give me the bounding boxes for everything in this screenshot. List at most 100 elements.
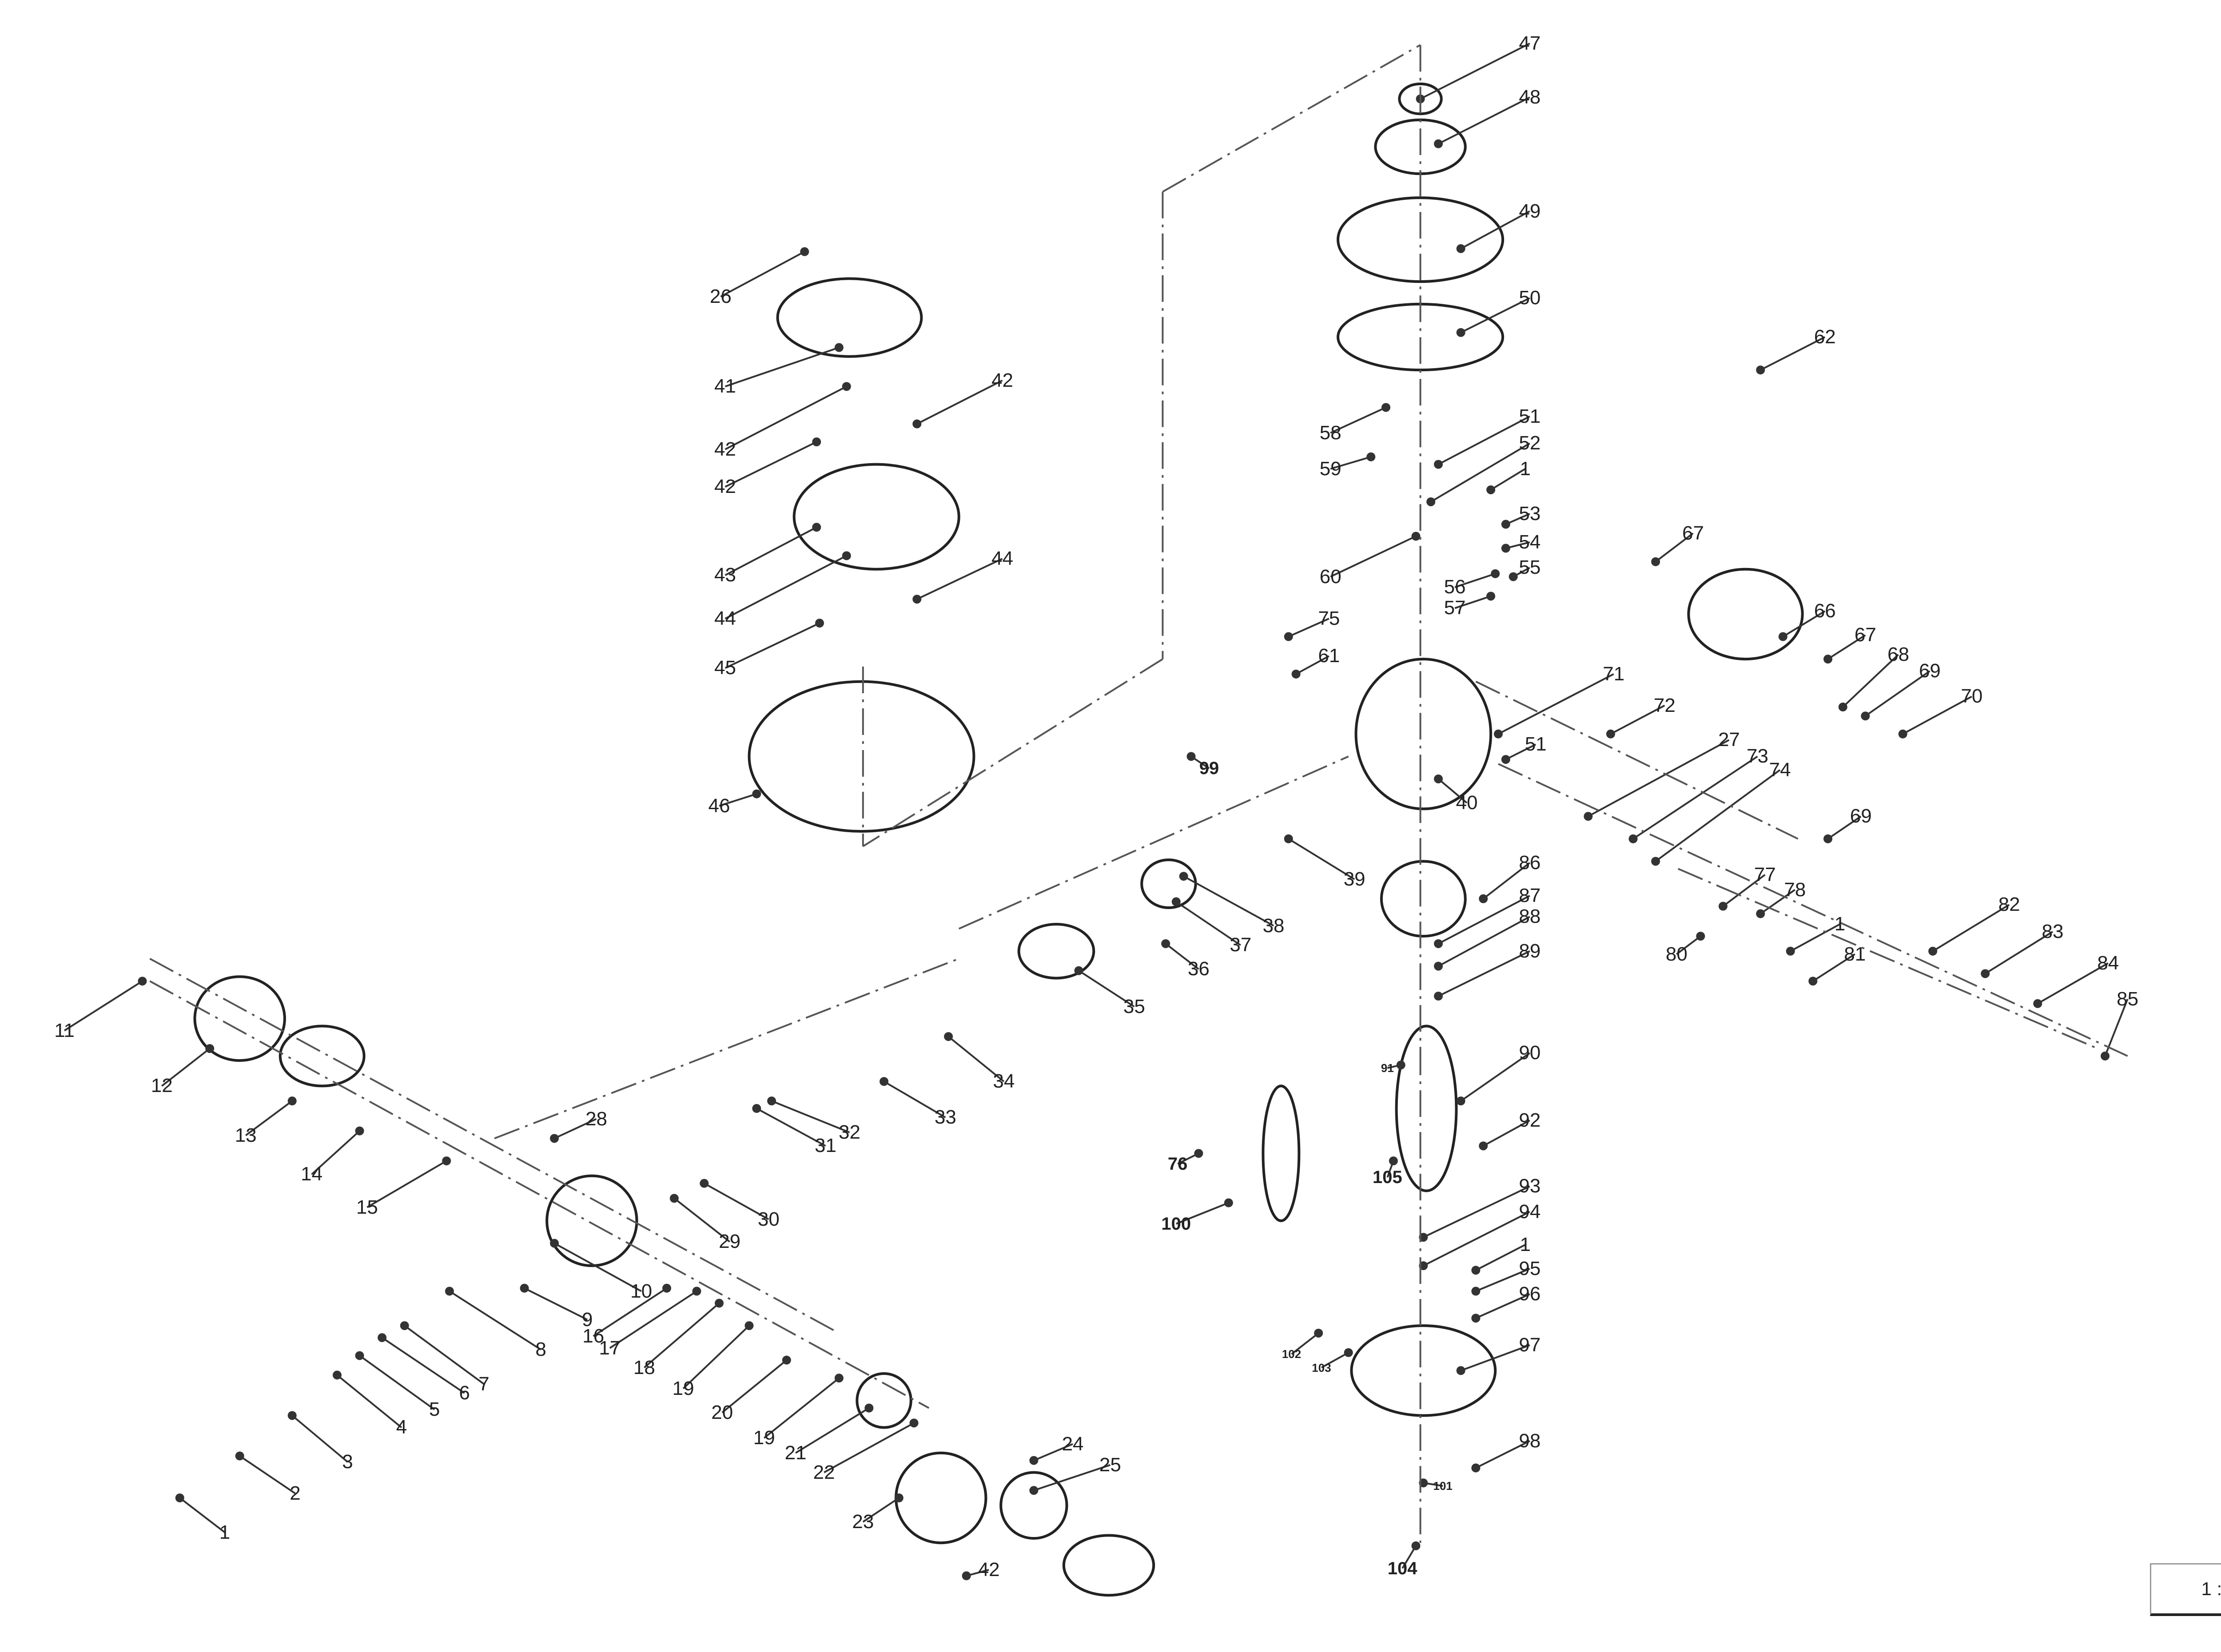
- part-marker-48: [1434, 139, 1443, 148]
- part-crankshaft: [1395, 1025, 1458, 1192]
- callout-74: 74: [1769, 758, 1791, 781]
- leader-line-82: [1932, 904, 2010, 952]
- leader-line-92: [1483, 1120, 1530, 1147]
- callout-20: 20: [711, 1401, 733, 1423]
- part-marker-58: [1381, 403, 1391, 412]
- callout-39: 39: [1343, 868, 1365, 890]
- leader-line-71: [1498, 673, 1614, 735]
- part-marker-1d: [175, 1493, 184, 1502]
- callout-48: 48: [1519, 86, 1541, 108]
- callout-2: 2: [290, 1482, 301, 1504]
- part-marker-51a: [1434, 460, 1443, 469]
- leader-line-48: [1438, 96, 1530, 145]
- leader-line-68: [1842, 654, 1899, 708]
- part-marker-72: [1606, 729, 1615, 739]
- callout-19a: 19: [672, 1377, 694, 1399]
- part-marker-40: [1434, 774, 1443, 783]
- leader-line-86: [1483, 862, 1531, 900]
- leader-line-43: [724, 526, 817, 576]
- callout-13: 13: [235, 1124, 257, 1146]
- callout-3: 3: [342, 1451, 353, 1473]
- callout-51b: 51: [1524, 733, 1547, 755]
- callout-77: 77: [1754, 863, 1776, 886]
- part-marker-1b: [1786, 946, 1795, 956]
- leader-line-83: [1985, 931, 2054, 975]
- part-marker-16: [662, 1283, 671, 1293]
- leader-line-61: [1295, 655, 1329, 675]
- part-marker-31: [752, 1104, 761, 1113]
- leader-line-23: [862, 1497, 900, 1523]
- part-marker-33: [880, 1077, 889, 1086]
- part-marker-5: [355, 1351, 364, 1360]
- callout-84: 84: [2097, 952, 2119, 974]
- part-marker-10: [550, 1239, 559, 1248]
- callout-25: 25: [1099, 1453, 1121, 1476]
- explosion-axis-2: [1162, 44, 1421, 193]
- callout-19b: 19: [753, 1427, 775, 1449]
- part-marker-44b: [842, 551, 851, 560]
- leader-line-74: [1655, 769, 1781, 862]
- part-marker-82: [1928, 946, 1938, 956]
- part-marker-26: [800, 247, 809, 256]
- part-marker-1c: [1471, 1266, 1481, 1275]
- leader-line-93: [1423, 1185, 1530, 1238]
- leader-line-9: [524, 1287, 588, 1321]
- part-carburetor: [856, 1372, 912, 1429]
- part-marker-42a: [912, 419, 922, 429]
- leader-line-51a: [1438, 415, 1530, 465]
- part-marker-67a: [1651, 557, 1660, 566]
- part-marker-105: [1389, 1156, 1398, 1166]
- part-marker-53: [1501, 520, 1510, 529]
- callout-35: 35: [1123, 995, 1145, 1017]
- part-marker-91: [1396, 1060, 1405, 1070]
- callout-26: 26: [709, 285, 732, 307]
- callout-67a: 67: [1682, 522, 1704, 544]
- callout-17: 17: [599, 1337, 621, 1359]
- leader-line-58: [1330, 406, 1386, 434]
- callout-100: 100: [1161, 1214, 1191, 1234]
- callout-60: 60: [1319, 565, 1341, 588]
- scale-label: 1 : 10: [2201, 1578, 2221, 1599]
- callout-43: 43: [714, 564, 736, 586]
- part-marker-29: [669, 1194, 679, 1203]
- leader-line-12: [161, 1048, 211, 1087]
- part-marker-11: [138, 977, 147, 986]
- part-marker-49: [1456, 244, 1465, 253]
- callout-36: 36: [1187, 958, 1210, 980]
- part-marker-50: [1456, 328, 1465, 337]
- part-marker-18: [715, 1299, 724, 1308]
- callout-5: 5: [429, 1398, 440, 1420]
- callout-56: 56: [1444, 576, 1466, 598]
- callout-59: 59: [1319, 457, 1341, 480]
- callout-66: 66: [1814, 600, 1836, 622]
- leader-line-6: [381, 1337, 465, 1394]
- leader-line-3: [291, 1414, 348, 1463]
- callout-55: 55: [1519, 556, 1541, 579]
- callout-11: 11: [54, 1019, 75, 1041]
- leader-line-10: [554, 1242, 642, 1292]
- callout-94: 94: [1519, 1200, 1541, 1223]
- leader-line-27: [1588, 739, 1730, 818]
- callout-62: 62: [1814, 326, 1836, 348]
- callout-57: 57: [1444, 597, 1466, 619]
- callout-69a: 69: [1918, 660, 1941, 682]
- part-cylinder-head: [545, 1174, 638, 1267]
- part-marker-3: [287, 1411, 297, 1420]
- leader-line-78: [1760, 889, 1795, 915]
- callout-76: 76: [1167, 1154, 1188, 1174]
- leader-line-8: [449, 1290, 541, 1350]
- part-marker-88: [1434, 961, 1443, 971]
- part-marker-17: [692, 1287, 701, 1296]
- callout-40: 40: [1456, 791, 1478, 814]
- part-marker-19b: [834, 1374, 844, 1383]
- callout-104: 104: [1387, 1558, 1417, 1578]
- callout-24: 24: [1062, 1433, 1084, 1455]
- leader-line-97: [1460, 1344, 1530, 1372]
- leader-line-75: [1288, 618, 1329, 638]
- part-marker-21: [864, 1403, 874, 1413]
- callout-49: 49: [1519, 200, 1541, 222]
- callout-47: 47: [1519, 32, 1541, 54]
- part-marker-7: [400, 1321, 409, 1330]
- callout-51a: 51: [1519, 405, 1541, 427]
